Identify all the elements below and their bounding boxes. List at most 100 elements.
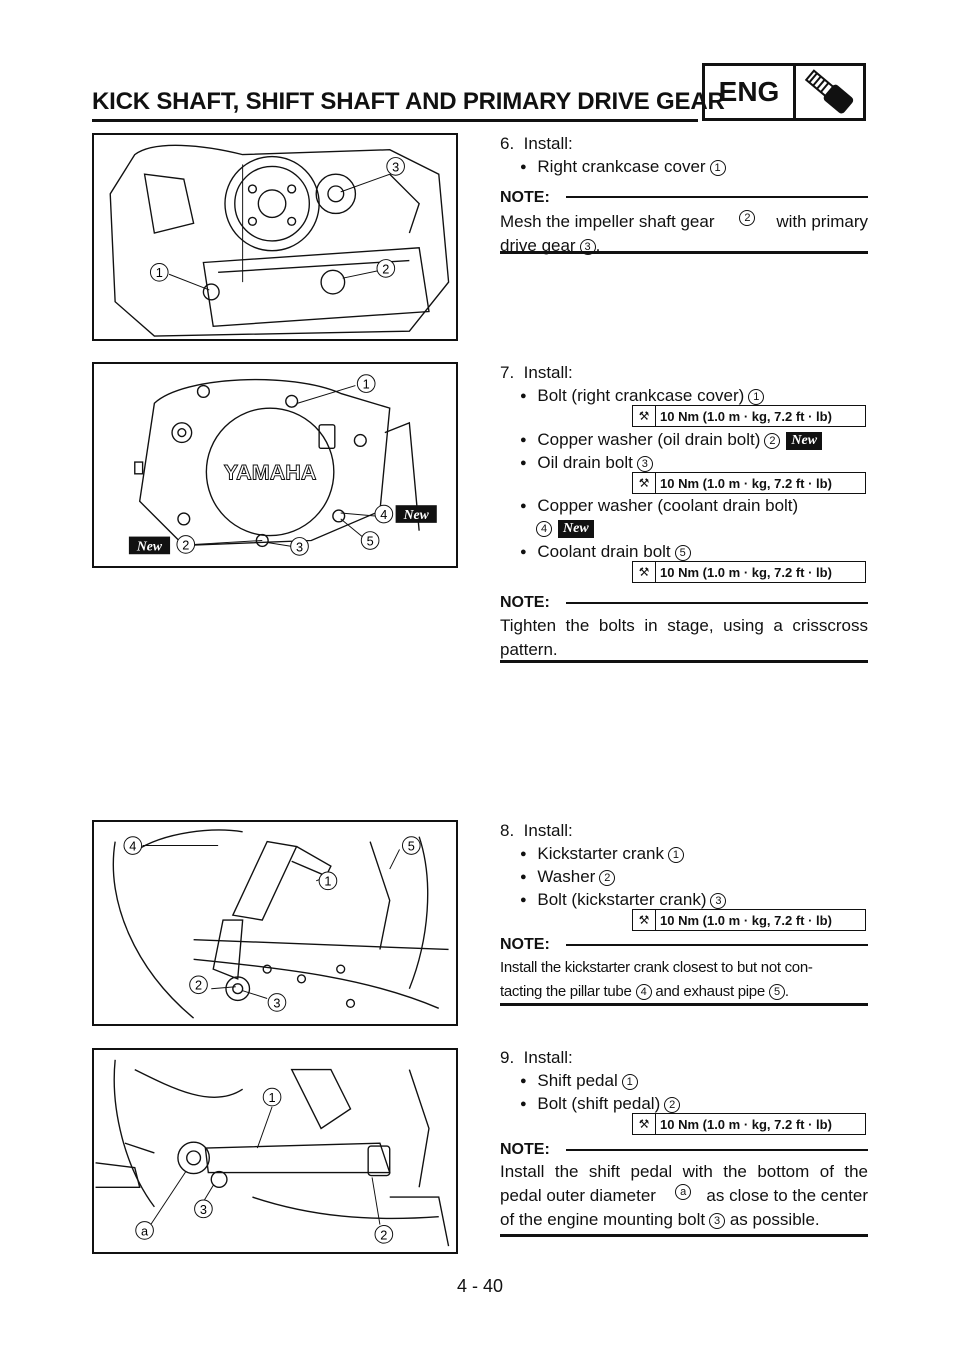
callout-1: 1 — [363, 377, 370, 392]
note-fragment: as possible. — [729, 1210, 820, 1229]
new-badge: New — [786, 432, 823, 450]
ref-number: 4 — [635, 984, 652, 1000]
note-fragment: . — [784, 983, 789, 1000]
note-fragment: of the engine mounting bolt — [500, 1210, 706, 1229]
callout-5: 5 — [408, 838, 415, 853]
step-6-heading: 6. Install: — [500, 132, 573, 156]
figure-kickstarter: 4 5 1 2 3 — [92, 820, 458, 1026]
step-8-item-3: Bolt (kickstarter crank)3 — [520, 888, 727, 914]
callout-1: 1 — [324, 874, 331, 889]
new-badge: New — [558, 520, 594, 538]
torque-wrench-icon: ⚒ — [633, 406, 656, 426]
step-7-item-4-ref: 4 New — [532, 516, 594, 540]
step-9-note-text: Install the shift pedal with the bottom … — [500, 1160, 868, 1232]
note-fragment: . — [595, 236, 601, 255]
item-text: Kickstarter crank — [537, 844, 664, 863]
ref-number: 2 — [599, 870, 616, 886]
ref-number: 5 — [768, 984, 785, 1000]
step-6-note-label: NOTE: — [500, 189, 550, 206]
callout-3: 3 — [296, 539, 303, 554]
torque-value: 10 Nm (1.0 m · kg, 7.2 ft · lb) — [660, 564, 832, 580]
note-fragment: Mesh the impeller shaft gear — [500, 212, 715, 231]
note-rule — [566, 196, 868, 198]
engine-wrench-icon — [796, 66, 863, 118]
torque-wrench-icon: ⚒ — [633, 910, 656, 930]
ref-number: 1 — [621, 1074, 638, 1090]
new-badge: New — [403, 507, 430, 522]
callout-4: 4 — [380, 507, 387, 522]
item-text: Bolt (shift pedal) — [537, 1094, 661, 1113]
item-text: Oil drain bolt — [537, 453, 633, 472]
item-text: Shift pedal — [537, 1071, 618, 1090]
step-8-note-label: NOTE: — [500, 936, 550, 953]
page-title: KICK SHAFT, SHIFT SHAFT AND PRIMARY DRIV… — [92, 88, 725, 115]
step-7-note-text: Tighten the bolts in stage, using a cris… — [500, 616, 868, 659]
note-rule — [566, 602, 868, 604]
note-fragment: as close to the center — [706, 1186, 868, 1205]
item-text: Copper washer (coolant drain bolt) — [537, 496, 799, 515]
ref-number: 1 — [667, 847, 684, 863]
torque-value: 10 Nm (1.0 m · kg, 7.2 ft · lb) — [660, 408, 832, 424]
ref-number: a — [675, 1184, 692, 1200]
header-rule — [92, 119, 698, 122]
callout-3: 3 — [273, 995, 280, 1010]
ref-number: 2 — [739, 210, 756, 226]
item-text: Bolt (right crankcase cover) — [537, 386, 745, 405]
callout-1: 1 — [269, 1090, 276, 1105]
callout-4: 4 — [129, 838, 136, 853]
note-fragment: pedal outer diameter — [500, 1186, 656, 1205]
item-text: Copper washer (oil drain bolt) — [537, 430, 761, 449]
ref-number: 3 — [579, 239, 596, 255]
torque-wrench-icon: ⚒ — [633, 562, 656, 582]
ref-number: 4 — [536, 521, 552, 537]
ref-number: 3 — [710, 893, 727, 909]
step-9-item-2: Bolt (shift pedal)2 — [520, 1092, 681, 1118]
item-text: Right crankcase cover — [537, 157, 706, 176]
figure-crankcase-cover: YAMAHA 1 2 3 4 5 New New — [92, 362, 458, 568]
callout-2: 2 — [382, 261, 389, 276]
step-7-note-label: NOTE: — [500, 594, 550, 611]
step-8-number: 8. — [500, 821, 515, 840]
step-6-install-label: Install: — [523, 134, 573, 153]
step-7-heading: 7. Install: — [500, 361, 573, 385]
torque-spec: ⚒10 Nm (1.0 m · kg, 7.2 ft · lb) — [632, 405, 866, 427]
step-9-note-label: NOTE: — [500, 1141, 550, 1158]
callout-2: 2 — [380, 1227, 387, 1242]
figure-clutch-cover: 1 2 3 — [92, 133, 458, 341]
ref-number: 1 — [709, 160, 726, 176]
note-end-rule — [500, 660, 868, 663]
callout-a: a — [141, 1223, 149, 1238]
note-fragment: drive gear — [500, 236, 576, 255]
callout-3: 3 — [200, 1202, 207, 1217]
torque-spec: ⚒10 Nm (1.0 m · kg, 7.2 ft · lb) — [632, 909, 866, 931]
note-fragment: with primary — [776, 212, 868, 231]
note-end-rule — [500, 1003, 868, 1006]
callout-5: 5 — [367, 533, 374, 548]
note-fragment: Install the kickstarter crank closest to… — [500, 959, 813, 976]
note-end-rule — [500, 251, 868, 254]
torque-spec: ⚒10 Nm (1.0 m · kg, 7.2 ft · lb) — [632, 472, 866, 494]
section-label: ENG — [705, 66, 796, 118]
note-rule — [566, 944, 868, 946]
figure-shift-pedal: 1 2 3 a — [92, 1048, 458, 1254]
ref-number: 1 — [748, 389, 765, 405]
item-text: Bolt (kickstarter crank) — [537, 890, 707, 909]
callout-1: 1 — [156, 265, 163, 280]
torque-wrench-icon: ⚒ — [633, 473, 656, 493]
step-8-install-label: Install: — [523, 821, 573, 840]
ref-number: 2 — [764, 433, 781, 449]
new-badge: New — [136, 538, 163, 553]
step-7-item-1: Bolt (right crankcase cover)1 — [520, 384, 765, 410]
torque-value: 10 Nm (1.0 m · kg, 7.2 ft · lb) — [660, 475, 832, 491]
note-fragment: Install the shift pedal with the bottom … — [500, 1162, 868, 1181]
note-fragment: tacting the pillar tube — [500, 983, 632, 1000]
step-6-number: 6. — [500, 134, 515, 153]
ref-number: 2 — [664, 1097, 681, 1113]
torque-value: 10 Nm (1.0 m · kg, 7.2 ft · lb) — [660, 1116, 832, 1132]
step-7-item-2: Copper washer (oil drain bolt)2 New — [520, 428, 823, 454]
